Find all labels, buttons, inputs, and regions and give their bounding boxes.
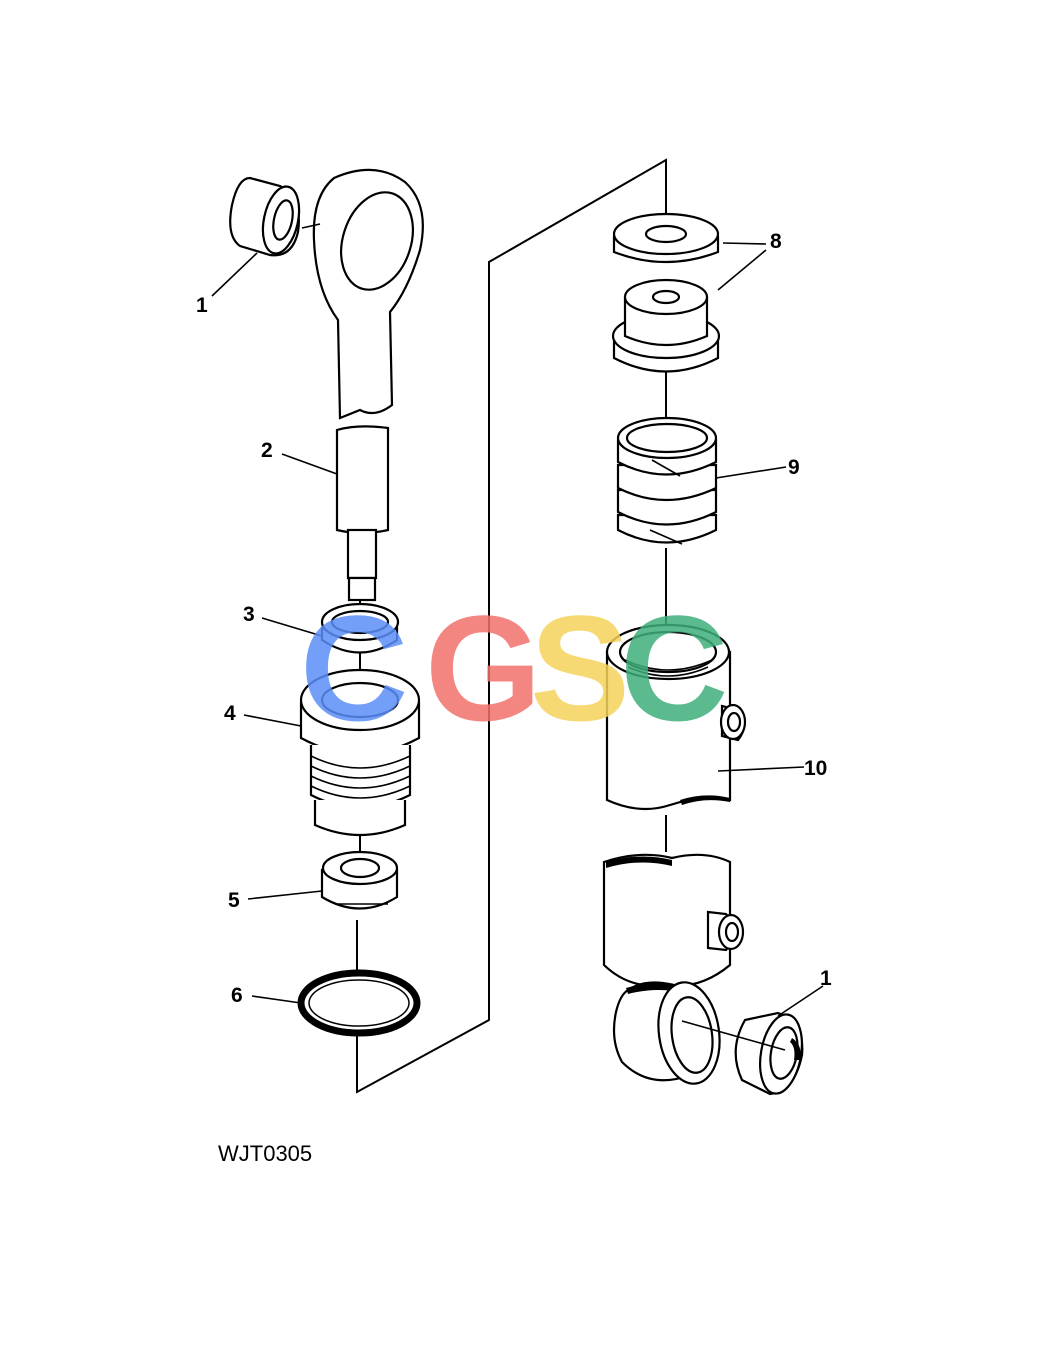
figure-id: WJT0305: [218, 1141, 312, 1166]
part-8-piston: [611, 278, 721, 373]
leader-10: [717, 766, 805, 772]
part-2-piston-rod: [335, 425, 390, 602]
leader-8a: [722, 242, 767, 245]
leader-8b: [717, 249, 767, 291]
watermark-letter-c1: C: [300, 584, 408, 752]
part-4-gland: [299, 668, 421, 837]
leader-5: [247, 890, 323, 900]
callout-4: 4: [224, 702, 236, 725]
callout-10: 10: [804, 757, 827, 780]
watermark-letter-c2: C: [620, 584, 728, 752]
leader-1-bottom: [777, 985, 824, 1017]
part-10-barrel-top: [605, 623, 747, 811]
callout-6: 6: [231, 984, 243, 1007]
callout-8: 8: [770, 230, 782, 253]
leader-1-top: [211, 252, 258, 297]
barrel-bottom-eye: [602, 853, 745, 1085]
part-1-bushing-bottom: [734, 1011, 804, 1096]
leader-6: [251, 995, 302, 1004]
part-1-bushing-top: [229, 176, 301, 257]
leader-2: [281, 453, 338, 475]
callout-1-top: 1: [196, 294, 208, 317]
leader-9: [715, 466, 787, 479]
rod-eye: [301, 168, 424, 420]
part-9-seal-stack: [616, 416, 718, 545]
leader-3: [261, 617, 323, 637]
leader-1-bottom-axis: [681, 1020, 786, 1051]
callout-3: 3: [243, 603, 255, 626]
watermark: C G S C: [300, 584, 728, 752]
leader-4: [243, 714, 302, 727]
part-8-spacer-washer: [612, 212, 720, 264]
assembly-line-left-bottom: [356, 158, 667, 1094]
callout-9: 9: [788, 456, 800, 479]
callout-2: 2: [261, 439, 273, 462]
watermark-letter-s: S: [530, 584, 630, 752]
part-3-wiper: [320, 602, 400, 654]
callout-5: 5: [228, 889, 240, 912]
callout-1-bottom: 1: [820, 967, 832, 990]
part-6-o-ring: [297, 969, 421, 1037]
watermark-letter-g: G: [425, 584, 542, 752]
part-5-nut: [320, 850, 399, 910]
